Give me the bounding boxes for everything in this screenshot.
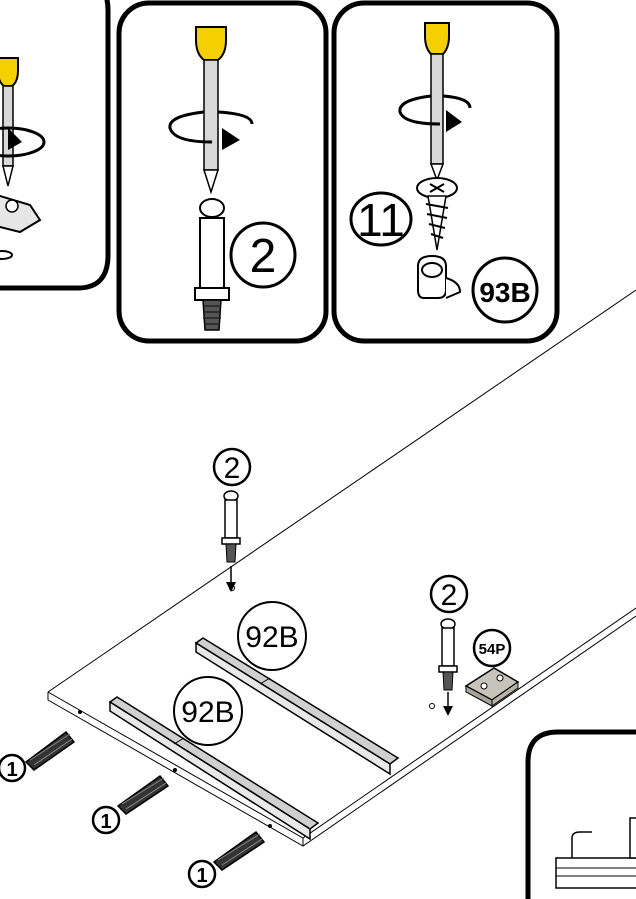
dowel-icon — [24, 730, 76, 771]
rotation-arrow-icon — [0, 126, 46, 158]
callout-rail: 92B — [173, 676, 243, 746]
callout-dowel: 1 — [91, 805, 121, 835]
screwdriver-icon — [424, 22, 450, 183]
dowel-icon — [116, 774, 170, 815]
part-number-callout: 2 — [229, 221, 297, 289]
part-number-callout: 93B — [471, 256, 539, 324]
callout-label: 1 — [196, 865, 207, 887]
callout-cam-bolt: 2 — [212, 447, 252, 487]
callout-rail: 92B — [237, 601, 307, 671]
part-number-label: 93B — [479, 277, 530, 308]
rotation-arrow-icon — [398, 94, 472, 132]
rail-detail-icon — [555, 817, 636, 889]
panel-left — [0, 0, 111, 291]
callout-label: 54P — [479, 641, 506, 658]
callout-label: 2 — [441, 579, 458, 612]
cam-bolt-icon — [194, 198, 230, 331]
callout-label: 92B — [245, 621, 298, 654]
cam-bolt-icon — [221, 490, 241, 592]
cable-clip-icon — [417, 254, 462, 299]
hinge-icon — [0, 194, 42, 260]
callout-label: 92B — [181, 696, 234, 729]
screwdriver-icon — [0, 57, 19, 187]
callout-label: 1 — [100, 811, 111, 833]
hinge-plate-icon — [464, 667, 520, 707]
drawer-rail — [194, 637, 400, 776]
quantity-label: 11 — [349, 191, 413, 247]
quantity-text: 11 — [357, 194, 405, 246]
panel-middle: 2 — [116, 0, 329, 344]
rotation-arrow-icon — [168, 110, 254, 150]
cam-bolt-icon — [438, 618, 458, 716]
callout-label: 2 — [224, 452, 241, 485]
panel-detail — [525, 729, 636, 899]
callout-label: 1 — [6, 759, 17, 781]
callout-dowel: 1 — [0, 753, 27, 783]
callout-cam-bolt: 2 — [429, 574, 469, 614]
callout-dowel: 1 — [187, 859, 217, 889]
board-panel — [47, 289, 636, 847]
dowel-icon — [212, 830, 266, 871]
part-number-label: 2 — [250, 230, 277, 283]
wood-screw-icon — [416, 177, 458, 251]
drawer-rail — [108, 696, 320, 841]
panel-right: 11 93B — [331, 0, 560, 344]
callout-hinge: 54P — [472, 628, 512, 668]
